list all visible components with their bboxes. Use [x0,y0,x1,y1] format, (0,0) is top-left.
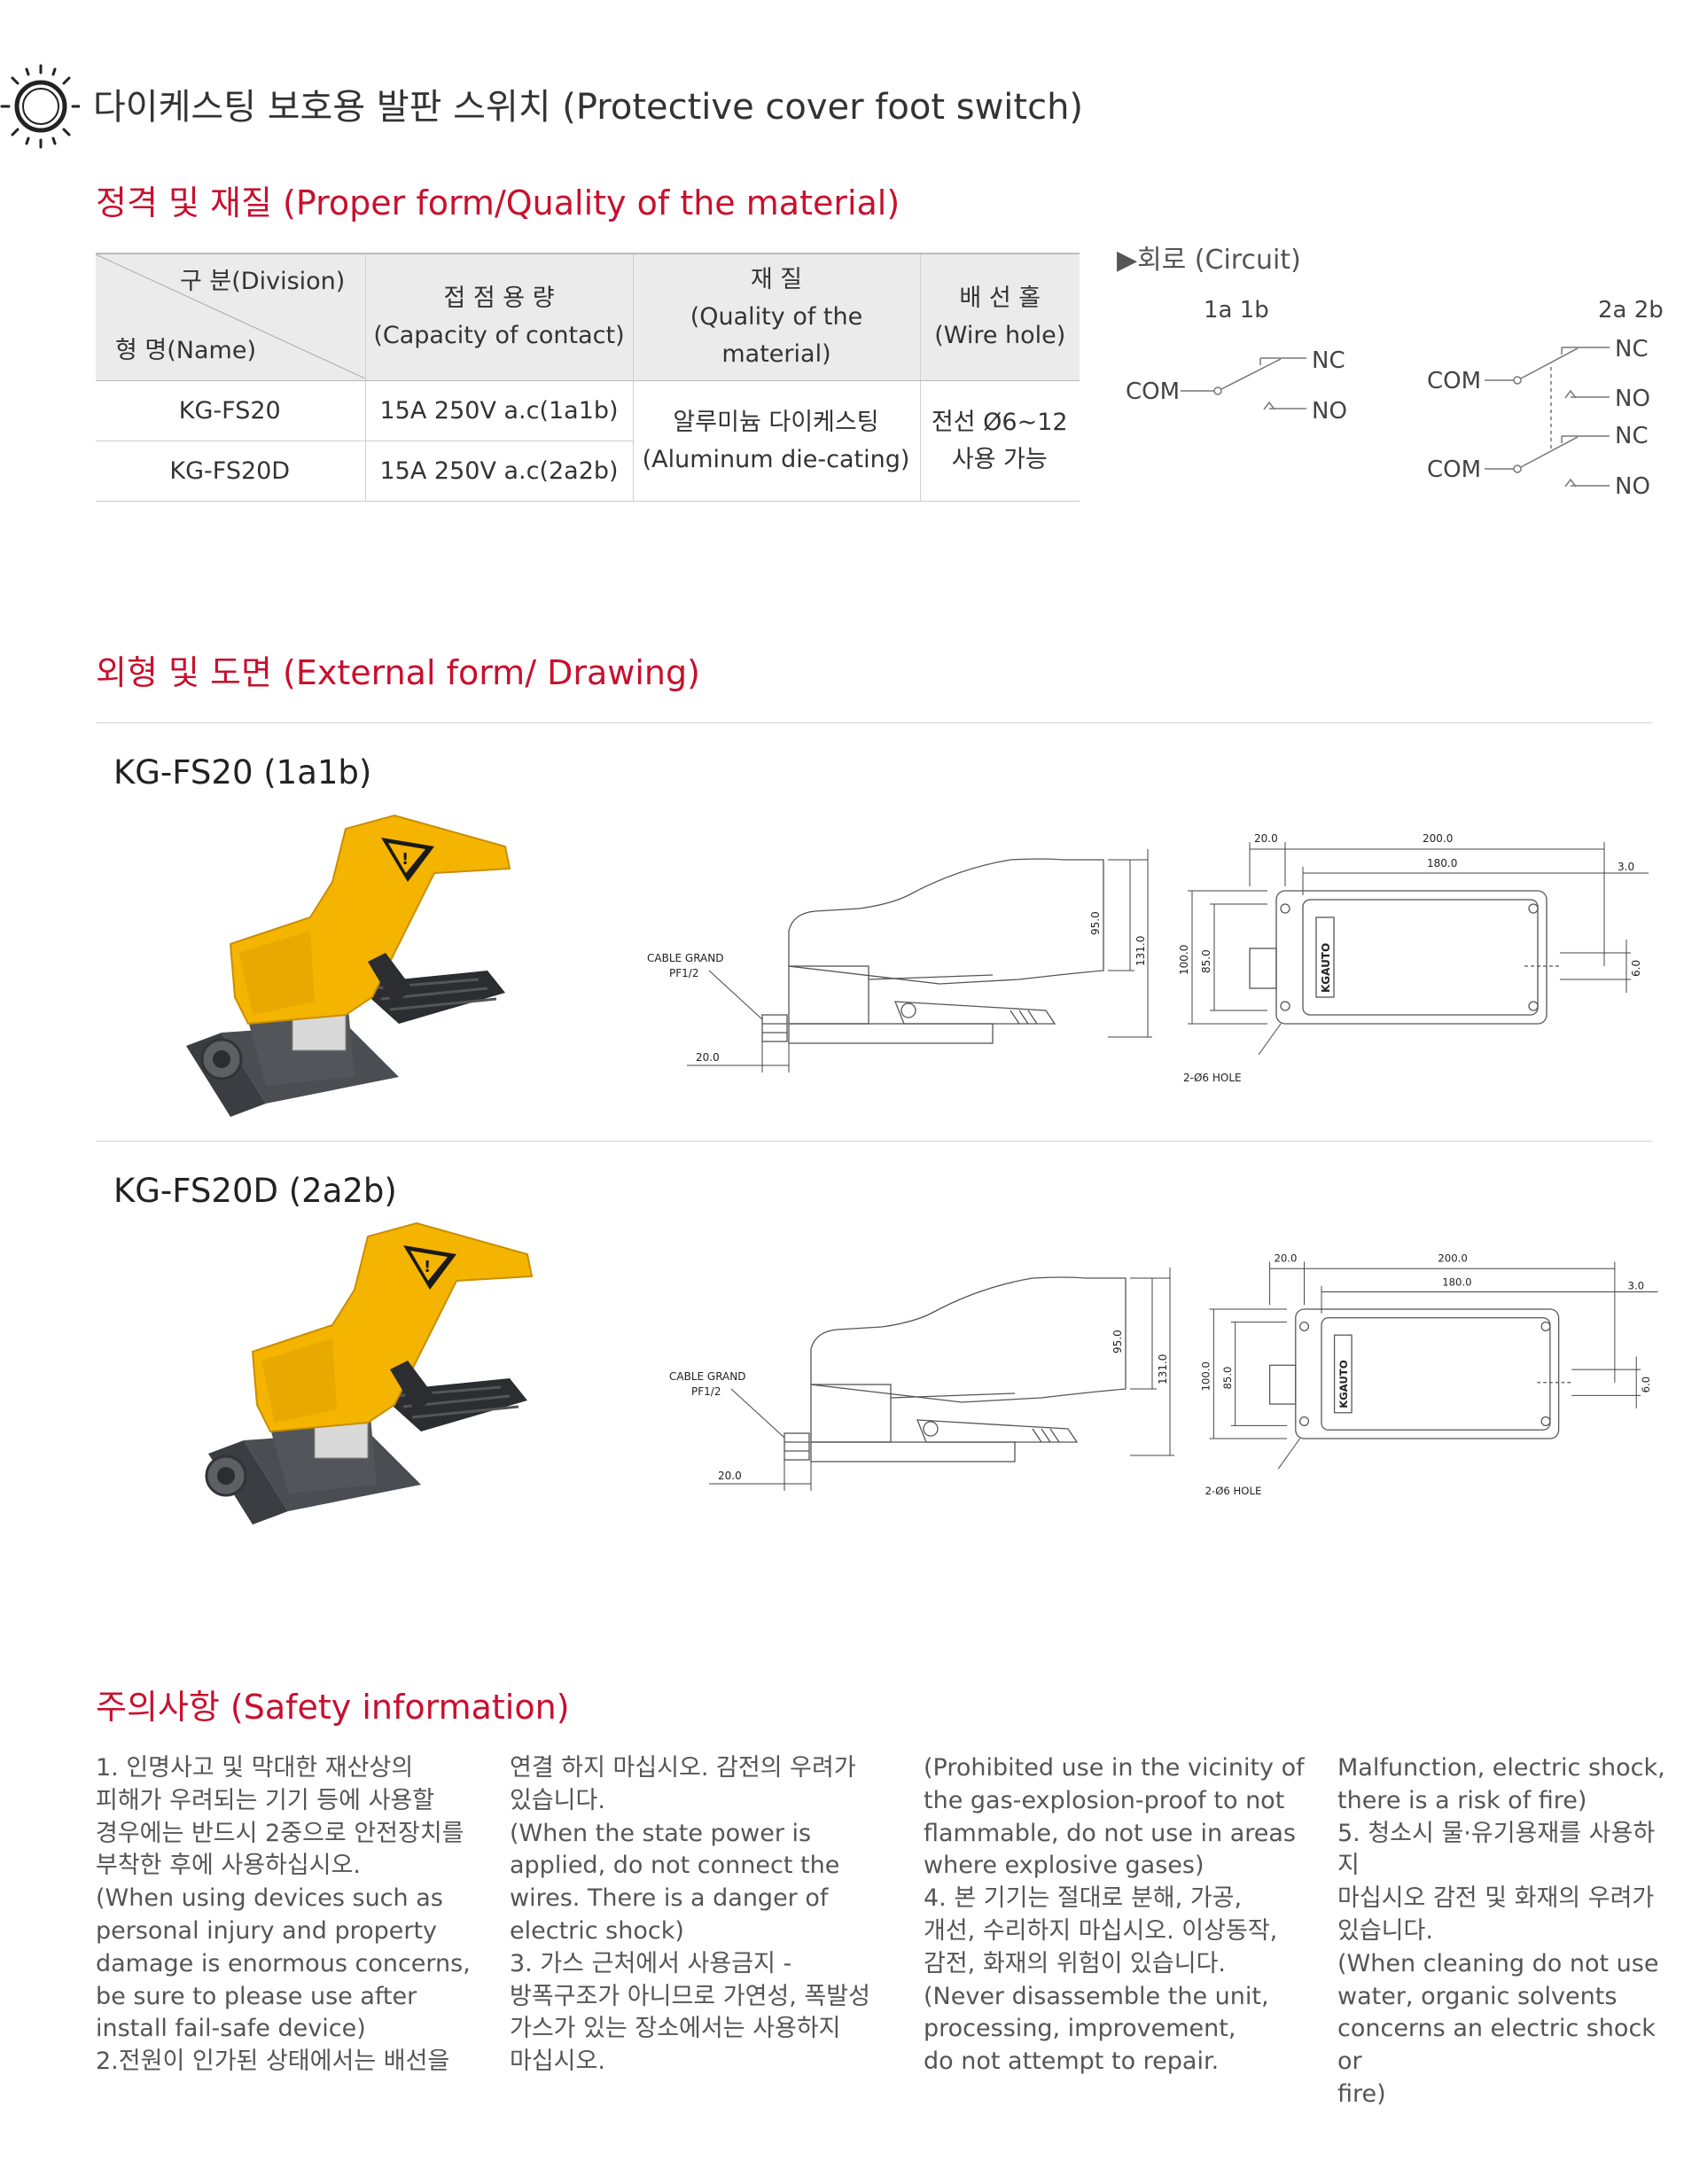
circuit-1a1b-switch [1181,357,1306,410]
side-drawing-1: CABLE GRAND PF1/2 20.0 95.0 131.0 [647,849,1152,1072]
dim-3-1: 3.0 [1618,861,1634,873]
circuit-diagrams: 1a 1b COM NC NO 2a 2b COM NC NO COM NC N… [1126,297,1664,500]
spec-heading: 정격 및 재질 (Proper form/Quality of the mate… [96,183,900,222]
capacity-cell: 15A 250V a.c(1a1b) [364,380,633,441]
wire-header: 배 선 홀 (Wire hole) [919,253,1080,381]
table-row: KG-FS20D 15A 250V a.c(2a2b) [96,441,1080,502]
dim-200-2: 200.0 [1438,1252,1467,1264]
top-drawing-2: 20.0 200.0 180.0 3.0 100.0 85.0 6.0 2-Ø6… [1199,1252,1658,1497]
drawing-heading: 외형 및 도면 (External form/ Drawing) [96,653,700,692]
safety-col-4: Malfunction, electric shock, there is a … [1337,1754,1665,2108]
brand-label-2: KGAUTO [1337,1360,1350,1408]
dim-180-1: 180.0 [1427,857,1457,870]
dim-20-top-2: 20.0 [1274,1252,1297,1264]
wire-value-1: 전선 Ø6~12 [931,408,1068,436]
wire-cell: 전선 Ø6~12 사용 가능 [919,380,1080,502]
circuit-2a2b-nc2: NC [1615,423,1649,449]
circuit-2a2b-no1: NO [1615,386,1650,412]
dim-131-1: 131.0 [1134,936,1147,966]
dim-85-2: 85.0 [1221,1367,1234,1390]
table-row: KG-FS20 15A 250V a.c(1a1b) 알루미늄 다이케스팅 (Al… [96,380,1080,502]
name-label: 형 명(Name) [115,337,256,364]
model-title-1: KG-FS20 (1a1b) [113,753,372,792]
circuit-2a2b-title: 2a 2b [1598,297,1664,324]
divider [96,722,1652,723]
circuit-1a1b-title: 1a 1b [1204,297,1269,324]
pf-label-2: PF1/2 [691,1385,721,1398]
capacity-header: 접 점 용 량 (Capacity of contact) [364,253,633,381]
division-header-cell: 구 분(Division) 형 명(Name) [96,253,365,381]
product-photo-1: ! [186,814,511,1117]
product-photo-2: ! [205,1221,534,1525]
capacity-header-en: (Capacity of contact) [373,322,625,349]
hole-label-1: 2-Ø6 HOLE [1183,1072,1242,1084]
dim-20-top-1: 20.0 [1254,832,1278,845]
circuit-1a1b-no: NO [1312,398,1347,425]
brand-label-1: KGAUTO [1320,943,1332,993]
circuit-2a2b-switch [1485,347,1610,488]
dim-95-2: 95.0 [1111,1330,1124,1353]
spec-table: 구 분(Division) 형 명(Name) 접 점 용 량 (Capacity… [96,253,1080,502]
page-title: 다이케스팅 보호용 발판 스위치 (Protective cover foot … [93,87,1084,128]
circuit-1a1b-nc: NC [1312,347,1345,374]
divider [96,1141,1652,1142]
material-header-ko: 재 질 [750,266,803,293]
model-title-2: KG-FS20D (2a2b) [113,1172,397,1210]
side-drawing-2: CABLE GRAND PF1/2 20.0 95.0 131.0 [669,1268,1174,1491]
svg-text:!: ! [424,1258,431,1276]
dim-20-1: 20.0 [696,1051,720,1064]
material-header-en: (Quality of the material) [690,303,863,368]
wire-header-ko: 배 선 홀 [959,285,1041,312]
model-name-cell: KG-FS20D [96,441,365,502]
safety-col-2: 연결 하지 마십시오. 감전의 우려가 있습니다. (When the stat… [510,1754,870,2076]
capacity-cell: 15A 250V a.c(2a2b) [364,441,633,502]
dim-95-1: 95.0 [1089,911,1102,935]
circuit-2a2b-no2: NO [1615,473,1650,500]
circuit-2a2b-com2: COM [1427,456,1481,483]
hole-label-2: 2-Ø6 HOLE [1205,1485,1262,1497]
dim-3-2: 3.0 [1627,1280,1644,1292]
model-name-cell: KG-FS20 [96,380,365,441]
circuit-2a2b-nc1: NC [1615,336,1649,363]
top-drawing-1: 20.0 200.0 180.0 3.0 100.0 85.0 6.0 2-Ø6… [1178,832,1649,1084]
dim-100-2: 100.0 [1199,1361,1212,1391]
sun-icon [0,64,80,149]
safety-heading: 주의사항 (Safety information) [96,1688,570,1727]
wire-value-2: 사용 가능 [951,445,1048,473]
dim-100-1: 100.0 [1178,945,1190,975]
pf-label-1: PF1/2 [669,967,698,979]
division-label: 구 분(Division) [180,268,346,295]
capacity-header-ko: 접 점 용 량 [443,285,555,312]
dim-85-1: 85.0 [1200,949,1212,973]
cable-grand-label-2: CABLE GRAND [669,1370,745,1383]
material-header: 재 질 (Quality of the material) [632,253,920,381]
material-value-en: (Aluminum die-cating) [642,445,910,473]
cable-grand-label-1: CABLE GRAND [647,952,723,964]
wire-header-en: (Wire hole) [934,322,1066,349]
safety-col-1: 1. 인명사고 및 막대한 재산상의 피해가 우려되는 기기 등에 사용할 경우… [96,1754,471,2076]
dim-200-1: 200.0 [1423,832,1453,845]
material-cell: 알루미늄 다이케스팅 (Aluminum die-cating) [632,380,920,502]
circuit-heading: ▶회로 (Circuit) [1117,245,1301,276]
diagonal-divider [96,254,365,378]
dim-131-2: 131.0 [1157,1354,1169,1384]
dim-6-1: 6.0 [1630,960,1642,977]
circuit-2a2b-com1: COM [1427,368,1481,394]
material-value-ko: 알루미늄 다이케스팅 [673,408,879,436]
dim-6-2: 6.0 [1640,1377,1652,1393]
circuit-1a1b-com: COM [1126,378,1180,405]
safety-col-3: (Prohibited use in the vicinity of the g… [924,1754,1305,2076]
dim-180-2: 180.0 [1442,1276,1471,1289]
svg-text:!: ! [402,850,409,869]
dim-20-2: 20.0 [718,1470,742,1482]
